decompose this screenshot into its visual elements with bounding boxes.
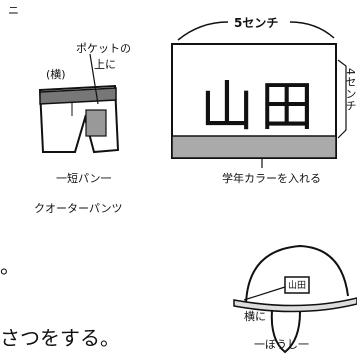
name-tag-text: 山田 — [200, 75, 320, 138]
shorts-subcaption: クオーターパンツ — [34, 202, 123, 215]
name-tag-drawing — [171, 21, 347, 168]
shorts-drawing — [38, 53, 120, 154]
pocket-note-label: ポケットの — [76, 42, 131, 55]
width-label: 5センチ — [234, 16, 279, 30]
shorts-caption: 一短パン一 — [56, 172, 112, 185]
grade-color-note: 学年カラーを入れる — [222, 172, 321, 185]
corner-mark: ニ — [8, 4, 19, 17]
text-fragment-dot: 。 — [0, 254, 20, 278]
side-note-label: (横) — [46, 68, 66, 81]
hat-drawing — [233, 244, 357, 354]
pocket-note-label-2: 上に — [94, 58, 116, 71]
height-label: 4センチ — [344, 68, 357, 112]
body-text-fragment: さつをする。 — [0, 326, 120, 350]
hat-caption: 一ぼうし一 — [254, 338, 309, 351]
hat-side-note: 横に — [244, 310, 266, 323]
hat-badge-text: 山田 — [288, 281, 307, 291]
